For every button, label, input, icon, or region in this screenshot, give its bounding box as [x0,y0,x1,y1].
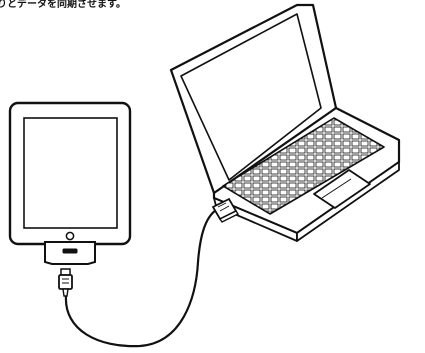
laptop-computer [169,3,401,242]
tablet-device [8,101,132,246]
usb-plug-laptop [211,197,240,223]
usb-cable [64,209,217,348]
usb-plug-tablet [58,268,73,297]
touchpad [313,169,371,209]
instruction-caption: りとデータを同期させます。 [0,0,126,10]
dock-connector [44,241,96,265]
home-button-icon [65,231,75,241]
keyboard [222,117,385,215]
